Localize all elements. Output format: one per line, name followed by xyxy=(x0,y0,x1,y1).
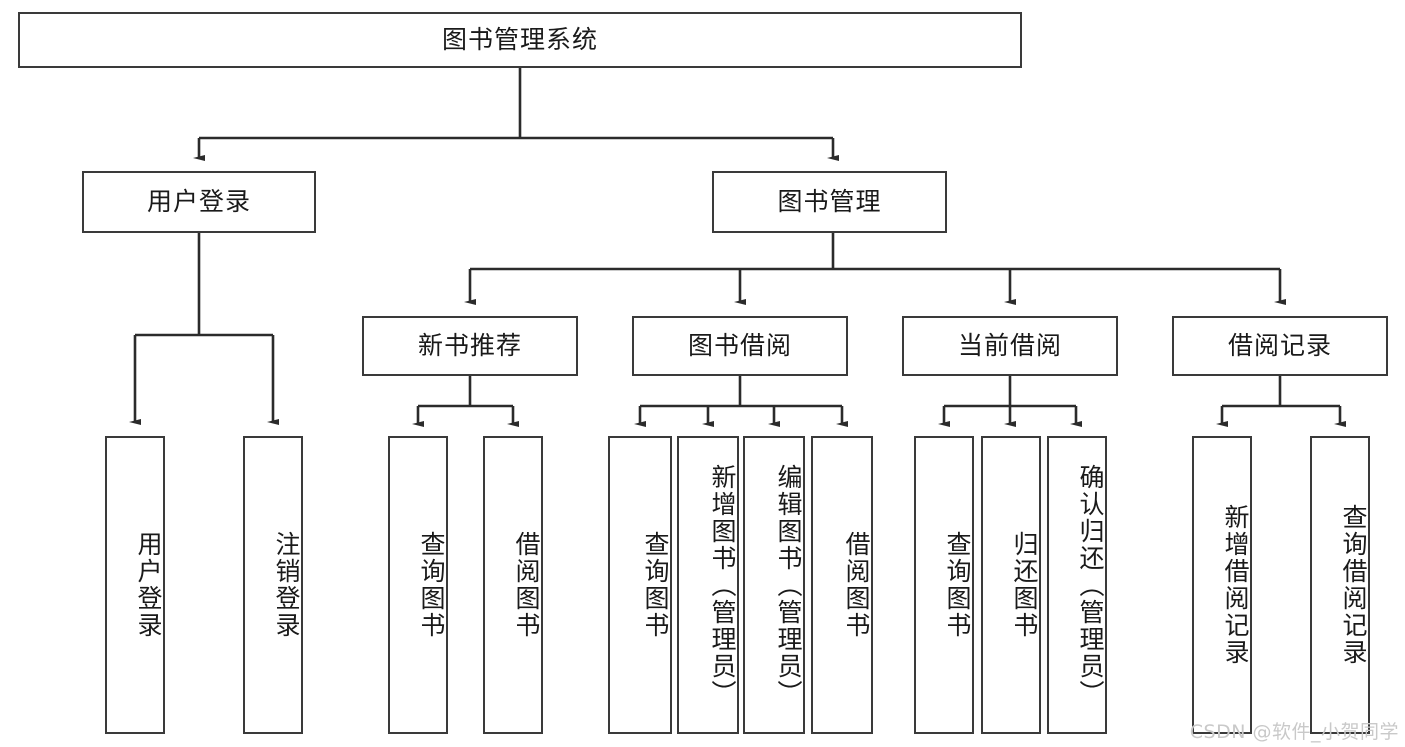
leaf-label: 归还图书 xyxy=(1010,531,1039,639)
node-new-book-recommend-label: 新书推荐 xyxy=(417,331,522,360)
leaf-label: 新增图书（管理员） xyxy=(708,463,737,707)
leaf-book-borrow-query[interactable]: 查询图书 xyxy=(608,436,672,734)
leaf-book-borrow-borrow[interactable]: 借阅图书 xyxy=(811,436,873,734)
leaf-label: 查询借阅记录 xyxy=(1339,504,1368,666)
leaf-label: 用户登录 xyxy=(134,531,163,639)
leaf-label: 注销登录 xyxy=(272,531,301,639)
leaf-current-borrow-confirm[interactable]: 确认归还（管理员） xyxy=(1047,436,1107,734)
node-user-login[interactable]: 用户登录 xyxy=(82,171,316,233)
leaf-label: 查询图书 xyxy=(417,531,446,639)
watermark: CSDN @软件_小贺同学 xyxy=(1189,721,1399,743)
leaf-label: 查询图书 xyxy=(641,531,670,639)
node-root[interactable]: 图书管理系统 xyxy=(18,12,1022,68)
leaf-label: 借阅图书 xyxy=(512,531,541,639)
node-book-management[interactable]: 图书管理 xyxy=(712,171,947,233)
leaf-user-login-login[interactable]: 用户登录 xyxy=(105,436,165,734)
node-current-borrow[interactable]: 当前借阅 xyxy=(902,316,1118,376)
leaf-user-login-logout[interactable]: 注销登录 xyxy=(243,436,303,734)
leaf-label: 新增借阅记录 xyxy=(1221,504,1250,666)
node-book-borrow-label: 图书借阅 xyxy=(687,331,792,360)
leaf-label: 编辑图书（管理员） xyxy=(774,463,803,707)
node-book-management-label: 图书管理 xyxy=(777,187,882,216)
leaf-borrow-record-query[interactable]: 查询借阅记录 xyxy=(1310,436,1370,734)
leaf-borrow-record-add[interactable]: 新增借阅记录 xyxy=(1192,436,1252,734)
leaf-new-book-borrow[interactable]: 借阅图书 xyxy=(483,436,543,734)
node-borrow-record[interactable]: 借阅记录 xyxy=(1172,316,1388,376)
node-book-borrow[interactable]: 图书借阅 xyxy=(632,316,848,376)
leaf-label: 确认归还（管理员） xyxy=(1076,463,1105,707)
node-new-book-recommend[interactable]: 新书推荐 xyxy=(362,316,578,376)
leaf-new-book-query[interactable]: 查询图书 xyxy=(388,436,448,734)
node-current-borrow-label: 当前借阅 xyxy=(957,331,1062,360)
leaf-label: 借阅图书 xyxy=(842,531,871,639)
node-root-label: 图书管理系统 xyxy=(441,25,598,54)
leaf-book-borrow-add[interactable]: 新增图书（管理员） xyxy=(677,436,739,734)
node-borrow-record-label: 借阅记录 xyxy=(1227,331,1332,360)
leaf-label: 查询图书 xyxy=(943,531,972,639)
leaf-current-borrow-query[interactable]: 查询图书 xyxy=(914,436,974,734)
leaf-book-borrow-edit[interactable]: 编辑图书（管理员） xyxy=(743,436,805,734)
leaf-current-borrow-return[interactable]: 归还图书 xyxy=(981,436,1041,734)
node-user-login-label: 用户登录 xyxy=(146,187,251,216)
